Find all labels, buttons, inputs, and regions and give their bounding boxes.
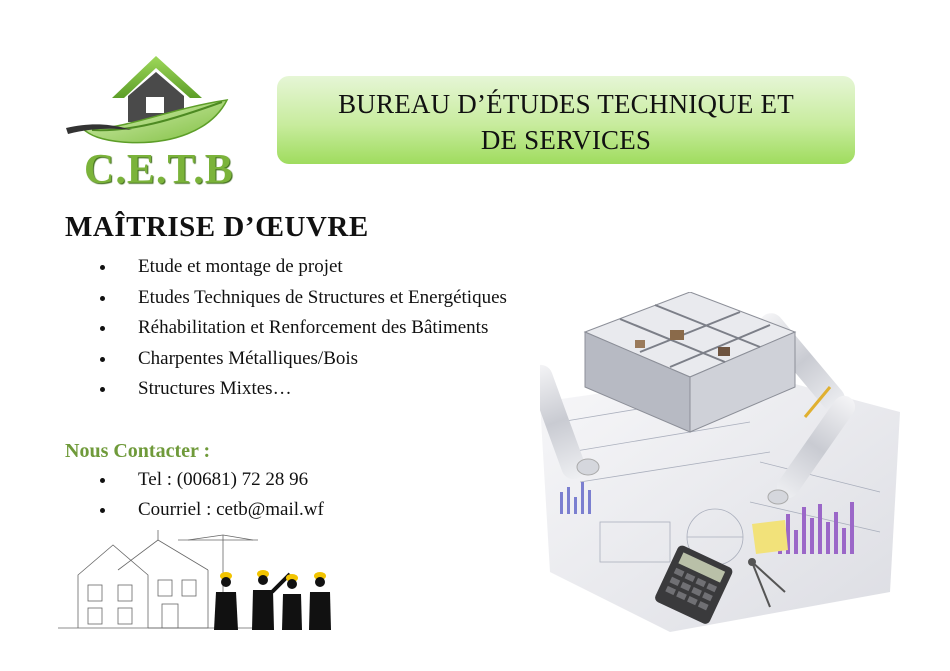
bullet-icon [100, 326, 105, 331]
title-line-1: BUREAU D’ÉTUDES TECHNIQUE ET [338, 89, 794, 119]
list-item: Réhabilitation et Renforcement des Bâtim… [98, 313, 507, 344]
list-item-label: Charpentes Métalliques/Bois [138, 347, 359, 369]
contact-email-label: Courriel : cetb@mail.wf [138, 499, 324, 520]
bullet-icon [100, 387, 105, 392]
bullet-icon [100, 265, 105, 270]
list-item: Structures Mixtes… [98, 374, 507, 405]
list-item: Charpentes Métalliques/Bois [98, 344, 507, 375]
title-line-2: DE SERVICES [480, 125, 652, 155]
workers-illustration [58, 530, 403, 632]
contact-phone-label: Tel : (00681) 72 28 96 [138, 469, 309, 490]
bullet-icon [100, 295, 105, 301]
list-item-label: Réhabilitation et Renforcement des Bâtim… [138, 317, 489, 338]
list-item-label: Structures Mixtes… [138, 378, 292, 399]
bullet-icon [100, 508, 105, 513]
services-list: Etude et montage de projet Etudes Techni… [98, 252, 507, 405]
bullet-icon [100, 356, 105, 362]
architecture-illustration [528, 291, 900, 632]
contact-heading: Nous Contacter : [65, 440, 211, 462]
bullet-icon [100, 478, 105, 483]
contact-email: Courriel : cetb@mail.wf [98, 495, 324, 525]
list-item-label: Etude et montage de projet [138, 256, 343, 277]
floorplan-blueprint-image [528, 291, 900, 632]
title-banner: BUREAU D’ÉTUDES TECHNIQUE ET DE SERVICES [277, 76, 855, 164]
logo-text: C.E.T.B [84, 147, 234, 193]
list-item: Etude et montage de projet [98, 252, 507, 283]
contact-list: Tel : (00681) 72 28 96 Courriel : cetb@m… [98, 465, 324, 525]
list-item: Etudes Techniques de Structures et Energ… [98, 283, 507, 314]
house-leaf-icon [66, 56, 229, 144]
house-sketch-workers-image [58, 530, 403, 632]
maitrise-heading: MAÎTRISE D’ŒUVRE [65, 211, 369, 243]
contact-phone: Tel : (00681) 72 28 96 [98, 465, 324, 495]
list-item-label: Etudes Techniques de Structures et Energ… [138, 286, 507, 308]
cetb-logo [62, 50, 237, 195]
